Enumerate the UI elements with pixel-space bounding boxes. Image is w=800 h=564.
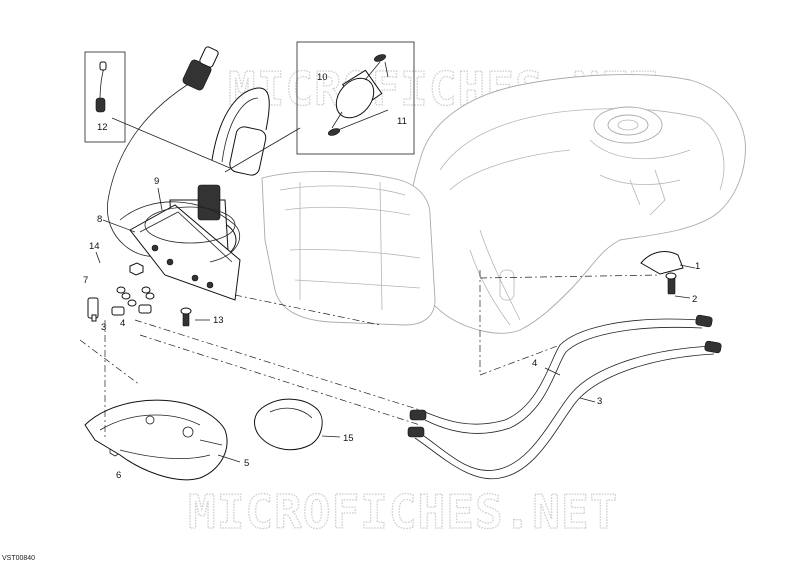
fuel-tank-outline [407,74,746,334]
small-hardware [87,251,684,457]
watermark-bottom: MICROFICHES.NET [188,485,618,539]
leader-lines [95,61,696,463]
callout-6: 6 [116,470,121,481]
inset-box-12 [84,51,126,143]
callout-7: 7 [83,275,88,286]
callouts: 1 2 3 3 4 4 5 6 7 8 9 10 11 12 13 14 15 [83,72,700,481]
callout-3b: 3 [597,396,602,407]
pump-cover [84,399,228,481]
callout-15: 15 [343,433,354,444]
callout-9: 9 [154,176,159,187]
callout-11: 11 [397,116,407,127]
fuel-pump-assembly [107,46,270,301]
tank-base-outline [261,171,436,326]
callout-8: 8 [97,214,102,225]
callout-5: 5 [244,458,249,469]
callout-4a: 4 [120,318,125,329]
callout-3a: 3 [101,322,106,333]
callout-12: 12 [97,122,108,133]
callout-4b: 4 [532,358,537,369]
callout-1: 1 [695,261,700,272]
callout-2: 2 [692,294,697,305]
assembly-lines [79,270,661,440]
fuel-hoses [407,314,722,480]
callout-14: 14 [89,241,100,252]
rubber-pad [254,398,323,451]
callout-13: 13 [213,315,224,326]
drawing-code: VST00840 [2,555,35,562]
callout-10: 10 [317,72,328,83]
inset-box-filter [296,41,415,155]
